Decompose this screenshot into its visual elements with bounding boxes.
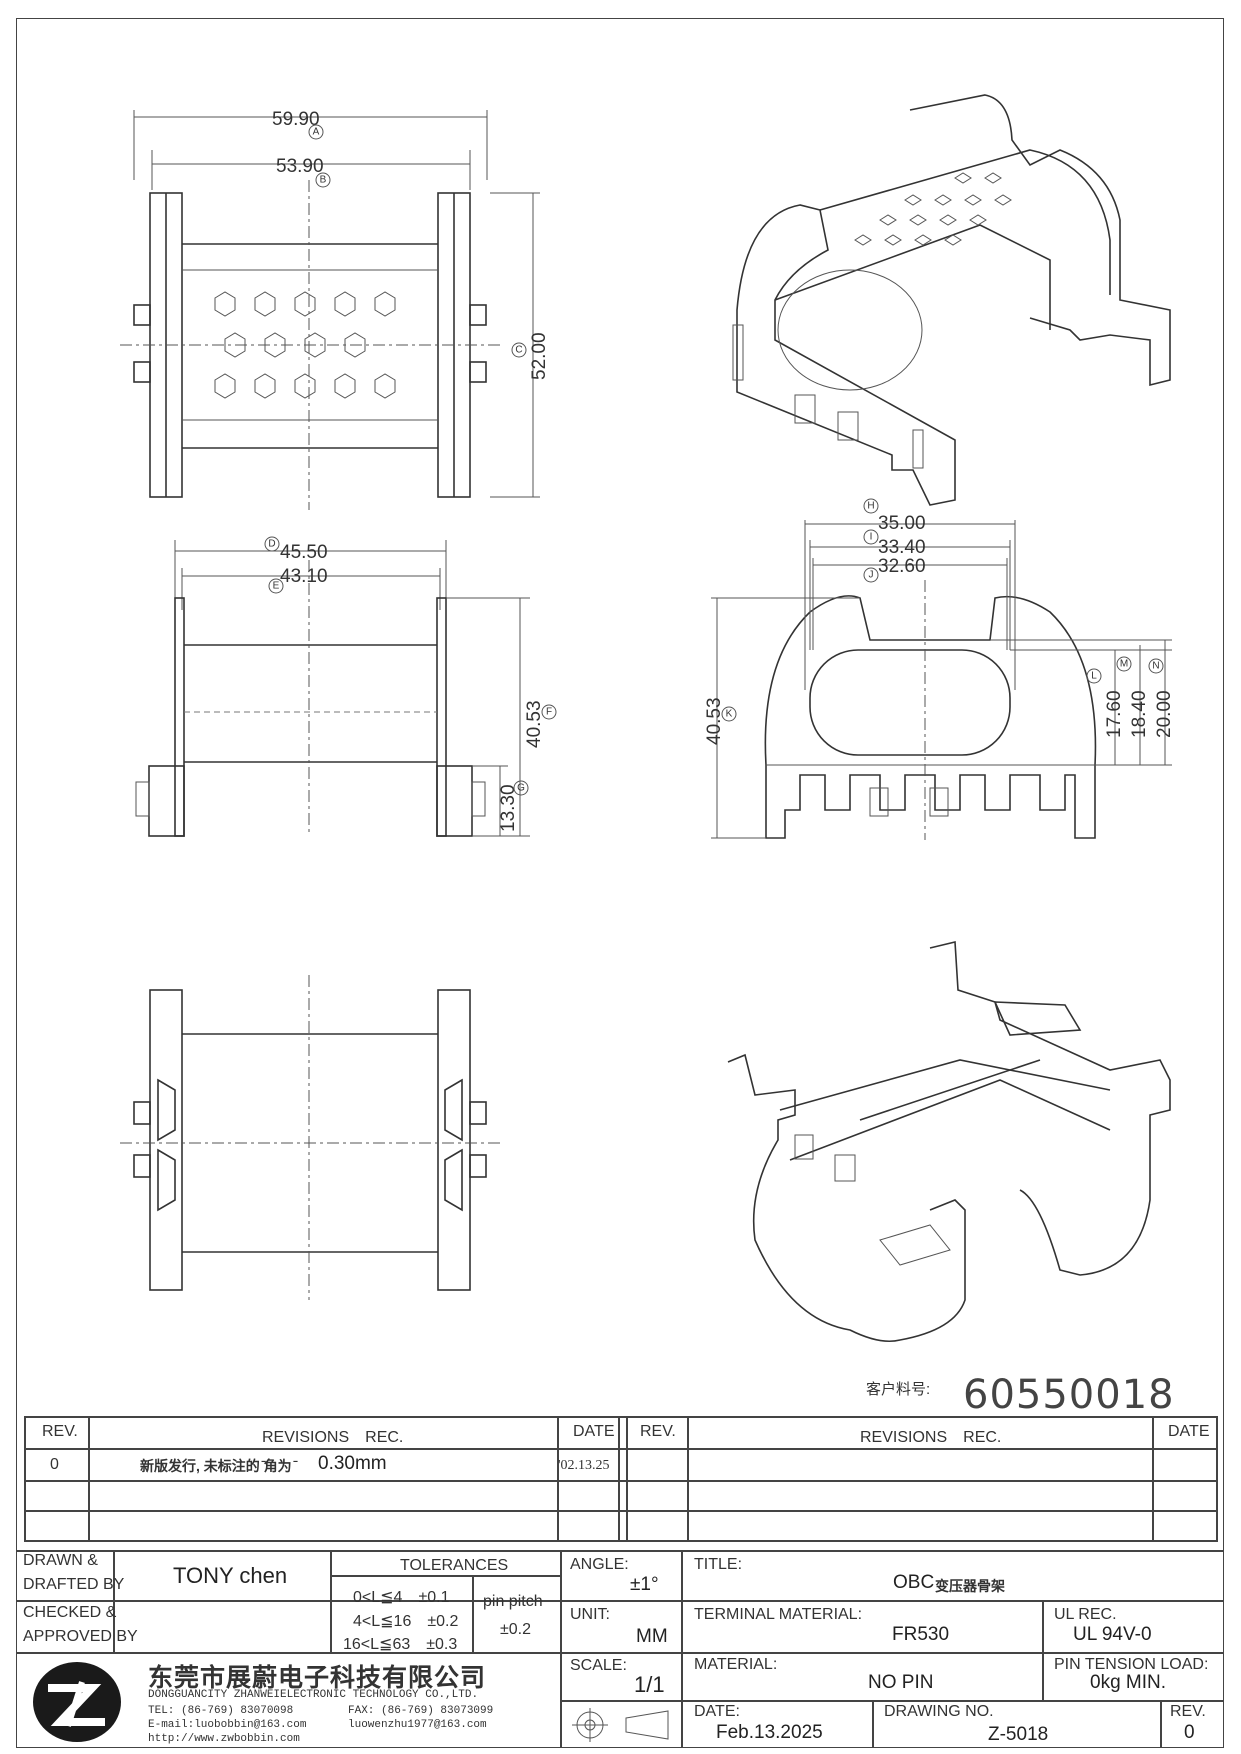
company-email-1: E-mail:luobobbin@163.com [148, 1719, 307, 1731]
rev-row-0-rev: 0 [50, 1456, 59, 1473]
dim-43-10: 43.10 [280, 566, 328, 587]
iso-view-bottom [727, 940, 1171, 1343]
dim-20-00: 20.00 [1154, 690, 1175, 738]
dim-40-53-side: 40.53 [524, 700, 545, 748]
dim-18-40: 18.40 [1129, 690, 1150, 738]
rec-header-left: REVISIONS REC. [262, 1429, 404, 1446]
ul-rec-value: UL 94V-0 [1073, 1624, 1152, 1645]
sheet-border [16, 18, 1224, 1748]
rev-value: 0 [1184, 1722, 1195, 1743]
angle-value: ±1° [630, 1574, 659, 1595]
tolerance-row-3: 16<L≦63 ±0.3 [343, 1636, 458, 1653]
dim-59-90: 59.90 [272, 109, 320, 130]
date-label: DATE: [694, 1703, 740, 1720]
dim-tag-m: M [1120, 659, 1128, 670]
rev-header-right: REV. [640, 1423, 676, 1440]
unit-label: UNIT: [570, 1606, 610, 1623]
dim-17-60: 17.60 [1104, 690, 1125, 738]
rev-row-0-rec-value: 0.30mm [318, 1453, 387, 1474]
dim-32-60: 32.60 [878, 556, 926, 577]
ul-rec-label: UL REC. [1054, 1606, 1117, 1623]
rev-header-left: REV. [42, 1423, 78, 1440]
terminal-material-label: TERMINAL MATERIAL: [694, 1606, 863, 1623]
dim-tag-d: D [268, 539, 275, 550]
material-label: MATERIAL: [694, 1656, 778, 1673]
dim-tag-c: C [515, 345, 522, 356]
company-tel: TEL: (86-769) 83070098 [148, 1705, 294, 1717]
dim-45-50: 45.50 [280, 542, 328, 563]
dim-35-00: 35.00 [878, 513, 926, 534]
scale-value: 1/1 [634, 1672, 665, 1697]
title-label: TITLE: [694, 1556, 743, 1573]
side-view: 45.50 D 43.10 E 40.53 F [135, 536, 557, 837]
bottom-view [120, 975, 500, 1300]
terminal-material-value: FR530 [892, 1624, 950, 1645]
pin-tension-value: 0kg MIN. [1090, 1672, 1167, 1693]
dim-tag-j: J [869, 570, 874, 581]
company-website: http://www.zwbobbin.com [148, 1733, 300, 1745]
rec-header-right: REVISIONS REC. [860, 1429, 1002, 1446]
customer-part-label: 客户料号: [866, 1381, 931, 1398]
dim-tag-n: N [1152, 661, 1159, 672]
top-view: 59.90 A 53.90 B 52.00 C [120, 109, 550, 510]
unit-value: MM [636, 1626, 668, 1647]
company-name-en: DONGGUANCITY ZHANWEIELECTRONIC TECHNOLOG… [148, 1689, 479, 1701]
dim-53-90: 53.90 [276, 156, 324, 177]
title-value-cn: 变压器骨架 [935, 1578, 1005, 1594]
company-email-2: luowenzhu1977@163.com [348, 1719, 487, 1731]
material-value: NO PIN [868, 1672, 934, 1693]
projection-symbol-icon [572, 1708, 669, 1742]
rev-row-0-date: '02.13.25 [558, 1458, 610, 1473]
pin-tension-label: PIN TENSION LOAD: [1054, 1656, 1209, 1673]
iso-view-top [732, 94, 1171, 506]
drawn-by-value: TONY chen [173, 1563, 288, 1588]
pin-pitch-label: pin pitch [483, 1593, 543, 1610]
dim-13-30: 13.30 [498, 784, 519, 832]
rev-label: REV. [1170, 1703, 1206, 1720]
dim-52-00: 52.00 [529, 332, 550, 380]
date-value: Feb.13.2025 [716, 1722, 823, 1743]
front-view: 35.00 H 33.40 I 32.60 J 40.53 K 17.60 18… [704, 498, 1175, 840]
angle-label: ANGLE: [570, 1556, 629, 1573]
checked-label: CHECKED & [23, 1604, 117, 1621]
dim-tag-e: E [273, 581, 280, 592]
dim-40-53-front: 40.53 [704, 697, 725, 745]
dim-tag-i: I [870, 532, 873, 543]
drawn-label: DRAWN & [23, 1552, 98, 1569]
pin-pitch-value: ±0.2 [500, 1621, 532, 1638]
company-name-cn: 东莞市展蔚电子科技有限公司 [148, 1663, 487, 1692]
company-fax: FAX: (86-769) 83073099 [348, 1705, 494, 1717]
drawing-no-value: Z-5018 [988, 1724, 1049, 1745]
dim-tag-k: K [726, 709, 733, 720]
scale-label: SCALE: [570, 1657, 627, 1674]
date-header-left: DATE [573, 1423, 615, 1440]
dim-tag-g: G [517, 783, 525, 794]
approved-label: APPROVED BY [23, 1628, 138, 1645]
tolerances-label: TOLERANCES [400, 1557, 509, 1574]
dim-tag-h: H [867, 501, 874, 512]
customer-part-number: 60550018 [963, 1372, 1175, 1418]
company-logo-icon [33, 1662, 121, 1742]
title-value-en: OBC [893, 1572, 935, 1593]
dim-tag-l: L [1091, 671, 1097, 682]
drafted-label: DRAFTED BY [23, 1576, 125, 1593]
tolerance-row-2: 4<L≦16 ±0.2 [353, 1613, 459, 1630]
dim-tag-f: F [546, 707, 552, 718]
drawing-no-label: DRAWING NO. [884, 1703, 994, 1720]
dim-33-40: 33.40 [878, 537, 926, 558]
dim-tag-a: A [313, 127, 320, 138]
date-header-right: DATE [1168, 1423, 1210, 1440]
rev-row-0-rec: 新版发行, 未标注的 ̄角为 ̄ [140, 1458, 296, 1474]
dim-tag-b: B [320, 175, 327, 186]
tolerance-row-1: 0<L≦4 ±0.1 [353, 1589, 450, 1606]
